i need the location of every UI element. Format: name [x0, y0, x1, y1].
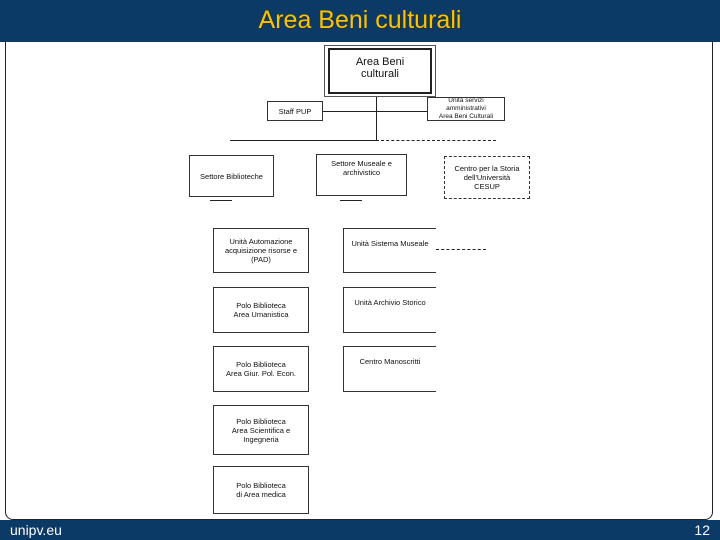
org-node-unita-automazione: Unità Automazione acquisizione risorse e…	[213, 228, 309, 273]
org-node-label: Unità Sistema Museale	[351, 239, 429, 248]
org-node-label: Area Beni culturali	[355, 56, 405, 80]
org-node-servizi-amministrativi: Unità servizi amministrativi Area Beni C…	[427, 97, 505, 121]
org-node-label: Polo Biblioteca Area Umanistica	[233, 301, 289, 319]
content-frame	[5, 42, 713, 520]
org-node-label: Polo Biblioteca di Area medica	[236, 481, 286, 499]
org-node-label: Centro per la Storia dell'Università CES…	[454, 164, 520, 191]
root-outer-frame	[324, 45, 436, 97]
connector-museale-stub	[340, 200, 362, 201]
org-node-centro-manoscritti: Centro Manoscritti	[343, 346, 436, 392]
org-node-unita-sistema-museale: Unità Sistema Museale	[343, 228, 436, 273]
connector-staff-horizontal	[322, 111, 428, 112]
slide-title: Area Beni culturali	[258, 6, 462, 34]
org-node-unita-archivio-storico: Unità Archivio Storico	[343, 287, 436, 333]
org-node-polo-area-giur-pol-econ: Polo Biblioteca Area Giur. Pol. Econ.	[213, 346, 309, 392]
connector-dashed-horizontal	[376, 140, 496, 141]
org-node-label: Settore Biblioteche	[200, 171, 263, 181]
connector-biblioteche-stub	[210, 200, 232, 201]
connector-main-horizontal	[230, 140, 376, 141]
org-node-label: Centro Manoscritti	[359, 357, 421, 366]
footer-bar	[0, 520, 720, 540]
title-bar	[0, 0, 720, 42]
org-node-label: Polo Biblioteca Area Giur. Pol. Econ.	[225, 360, 297, 378]
org-node-polo-area-umanistica: Polo Biblioteca Area Umanistica	[213, 287, 309, 333]
org-node-label: Unità Automazione acquisizione risorse e…	[224, 237, 298, 264]
org-node-label: Staff PUP	[278, 106, 312, 116]
org-node-settore-museale: Settore Museale e archivistico	[316, 154, 407, 196]
org-node-polo-area-medica: Polo Biblioteca di Area medica	[213, 466, 309, 514]
org-node-area-beni-culturali: Area Beni culturali	[328, 48, 432, 94]
org-node-label: Settore Museale e archivistico	[331, 159, 392, 177]
org-node-label: Unità Archivio Storico	[354, 298, 426, 307]
footer-site-label: unipv.eu	[10, 522, 62, 538]
org-node-label: Polo Biblioteca Area Scientifica e Ingeg…	[231, 416, 291, 444]
org-node-settore-biblioteche: Settore Biblioteche	[189, 155, 274, 197]
org-node-cesup: Centro per la Storia dell'Università CES…	[444, 156, 530, 199]
connector-sistema-museale-dashed	[436, 249, 486, 250]
org-node-staff-pup: Staff PUP	[267, 101, 323, 121]
page-number: 12	[694, 522, 710, 538]
connector-root-down	[376, 97, 377, 140]
org-node-polo-area-scientifica: Polo Biblioteca Area Scientifica e Ingeg…	[213, 405, 309, 455]
org-node-label: Unità servizi amministrativi Area Beni C…	[438, 97, 494, 120]
